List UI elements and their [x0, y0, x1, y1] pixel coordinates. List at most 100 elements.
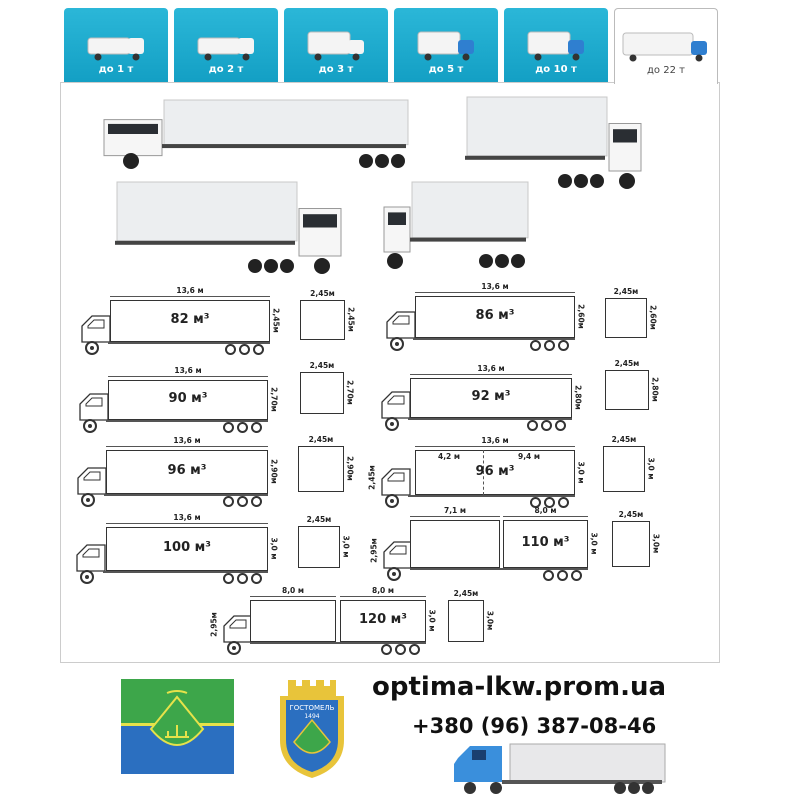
height-label: 3,0 м [589, 532, 599, 555]
cross-width-label: 2,45м [309, 361, 335, 370]
cross-height-label: 2,45м [346, 307, 356, 332]
cross-height-label: 2,60м [648, 305, 658, 330]
chassis-line [413, 338, 575, 340]
cross-section-box [605, 370, 649, 410]
wheel-icon [543, 570, 554, 581]
height-label: 3,0 м [269, 537, 279, 560]
volume-label: 96 м³ [475, 463, 515, 479]
cross-height-label: 2,70м [345, 380, 355, 405]
cross-height-label: 2,90м [345, 456, 355, 481]
chassis-line [250, 642, 426, 644]
cargo-box [108, 380, 268, 420]
chassis-line [408, 495, 575, 497]
wheel-icon [527, 420, 538, 431]
cross-section-box [298, 446, 344, 492]
length-label: 13,6 м [173, 436, 201, 445]
chassis-line [108, 342, 270, 344]
dimension-line [250, 596, 336, 597]
tab-label: до 10 т [535, 64, 577, 75]
svg-text:ГОСТОМЕЛЬ: ГОСТОМЕЛЬ [290, 704, 335, 712]
cargo-box [340, 600, 426, 642]
wheel-icon [225, 344, 236, 355]
height-label: 2,80м [573, 385, 583, 410]
truck-photo [103, 99, 409, 169]
phone-number[interactable]: +380 (96) 387-08-46 [412, 714, 657, 738]
cross-width-label: 2,45м [308, 435, 334, 444]
segment-length-label: 8,0 м [371, 586, 395, 595]
truck-cab-icon [81, 315, 111, 355]
cab-height-label: 2,45м [367, 465, 377, 490]
cross-section-box [298, 526, 340, 568]
cargo-box [106, 527, 268, 571]
cargo-box [410, 378, 572, 418]
tab-3[interactable]: до 5 т [394, 8, 498, 83]
city-coat-of-arms: ГОСТОМЕЛЬ 1494 [280, 680, 344, 778]
chassis-line [104, 494, 268, 496]
cross-height-label: 3,0 м [646, 457, 656, 480]
cross-section-box [448, 600, 484, 642]
tab-label: до 2 т [208, 64, 244, 75]
truck-icon [197, 37, 254, 61]
dimension-line [410, 374, 572, 375]
wheel-icon [251, 573, 262, 584]
divider-line [483, 450, 484, 495]
cargo-box [110, 300, 270, 342]
truck-cab-icon [79, 393, 109, 433]
volume-label: 110 м³ [521, 535, 570, 550]
length-label: 13,6 м [481, 282, 509, 291]
tab-label: до 22 т [647, 65, 685, 76]
svg-text:1494: 1494 [304, 713, 319, 720]
tab-0[interactable]: до 1 т [64, 8, 168, 83]
wheel-icon [251, 496, 262, 507]
wheel-icon [237, 422, 248, 433]
cab-height-label: 2,95м [369, 538, 379, 563]
wheel-icon [395, 644, 406, 655]
length-label: 13,6 м [174, 366, 202, 375]
height-label: 3,0 м [576, 460, 586, 484]
wheel-icon [409, 644, 420, 655]
wheel-icon [253, 344, 264, 355]
wheel-icon [237, 573, 248, 584]
volume-label: 90 м³ [168, 391, 208, 406]
website-url[interactable]: optima-lkw.prom.ua [372, 672, 666, 702]
wheel-icon [381, 644, 392, 655]
wheel-icon [541, 420, 552, 431]
tab-label: до 3 т [318, 64, 354, 75]
tab-2[interactable]: до 3 т [284, 8, 388, 83]
tab-5[interactable]: до 22 т [614, 8, 718, 84]
length-label: 13,6 м [481, 436, 509, 445]
volume-label: 82 м³ [170, 312, 210, 327]
dimension-line [110, 296, 270, 297]
truck-photo [465, 96, 642, 189]
wheel-icon [544, 340, 555, 351]
dimension-line [410, 516, 500, 517]
segment-length-label: 7,1 м [443, 506, 467, 515]
truck-cab-icon [76, 544, 106, 584]
wheel-icon [555, 420, 566, 431]
wheel-icon [223, 496, 234, 507]
chassis-line [410, 568, 588, 570]
segment-length-label: 9,4 м [517, 452, 541, 461]
truck-icon [527, 31, 584, 61]
chassis-line [408, 418, 572, 420]
volume-label: 86 м³ [475, 308, 515, 323]
cross-width-label: 2,45м [611, 435, 637, 444]
height-label: 2,70м [269, 387, 279, 412]
segment-length-label: 8,0 м [281, 586, 305, 595]
wheel-icon [223, 573, 234, 584]
length-label: 13,6 м [173, 513, 201, 522]
tab-4[interactable]: до 10 т [504, 8, 608, 83]
truck-icon [622, 32, 707, 62]
cross-height-label: 2,80м [650, 377, 660, 402]
wheel-icon [239, 344, 250, 355]
wheel-icon [558, 497, 569, 508]
cab-height-label: 2,95м [209, 612, 219, 637]
city-flag [121, 679, 234, 774]
wheel-icon [530, 497, 541, 508]
segment-length-label: 4,2 м [437, 452, 461, 461]
tab-1[interactable]: до 2 т [174, 8, 278, 83]
truck-cab-icon [386, 311, 416, 351]
cross-width-label: 2,45м [614, 359, 640, 368]
height-label: 2,90м [269, 459, 279, 484]
chassis-line [106, 420, 268, 422]
